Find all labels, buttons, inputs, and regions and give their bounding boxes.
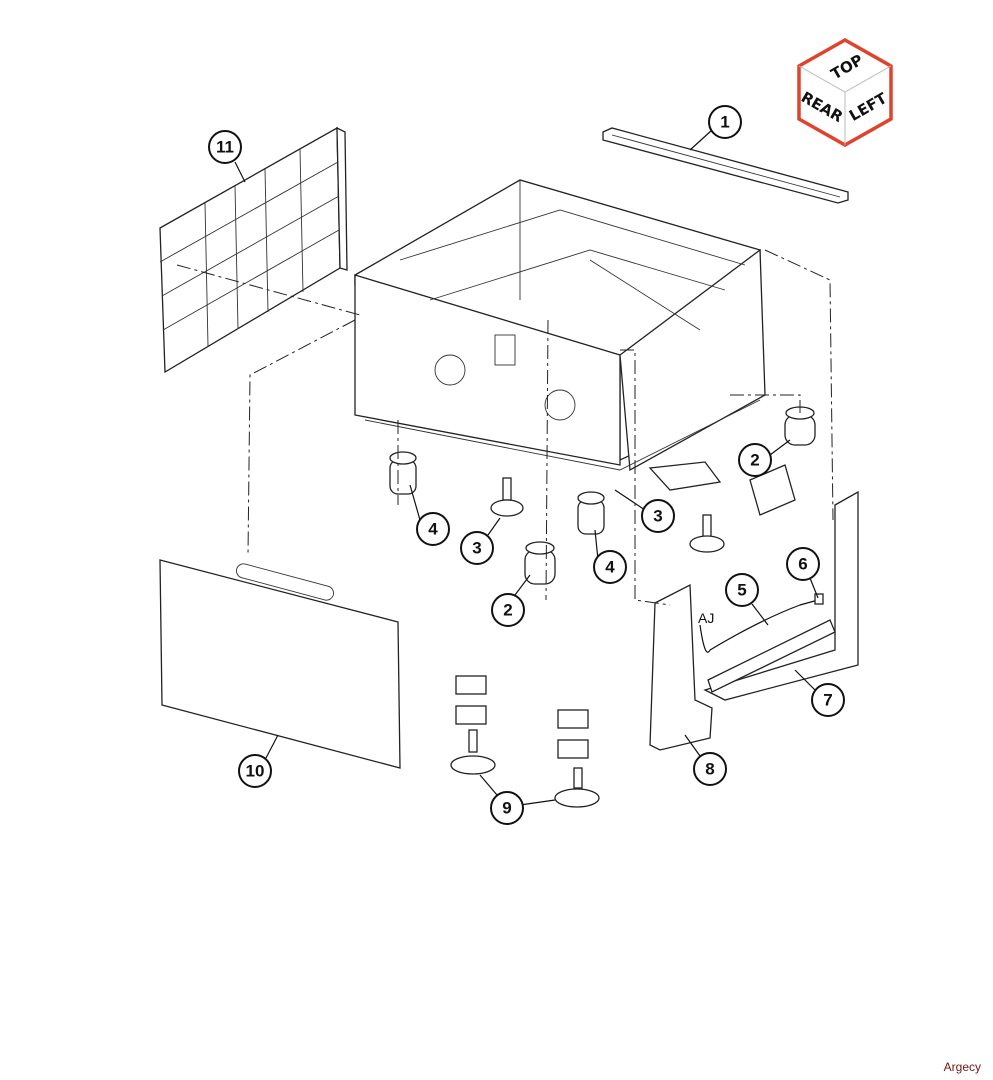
svg-text:4: 4 xyxy=(428,520,438,539)
rear-grid-panel-part xyxy=(159,126,348,374)
connector-label-aj: AJ xyxy=(698,610,714,626)
svg-text:4: 4 xyxy=(605,558,615,577)
svg-text:2: 2 xyxy=(750,451,759,470)
caster-part xyxy=(389,406,816,585)
callout-6: 6 xyxy=(786,547,820,581)
svg-text:2: 2 xyxy=(503,601,512,620)
callout-10: 10 xyxy=(238,754,272,788)
callout-4: 4 xyxy=(593,550,627,584)
svg-text:3: 3 xyxy=(472,539,481,558)
svg-text:7: 7 xyxy=(823,691,832,710)
callout-3: 3 xyxy=(460,531,494,565)
svg-text:11: 11 xyxy=(216,138,234,157)
svg-text:9: 9 xyxy=(502,799,511,818)
right-frame-part xyxy=(703,490,859,701)
cable-part xyxy=(699,593,824,653)
assembly-lines xyxy=(176,249,834,606)
callout-4: 4 xyxy=(416,512,450,546)
callout-11: 11 xyxy=(208,130,242,164)
watermark: Argecy xyxy=(943,1060,981,1074)
svg-text:3: 3 xyxy=(653,507,662,526)
top-rail-part xyxy=(602,127,849,204)
foot-assembly-part xyxy=(450,675,600,808)
main-frame-part xyxy=(354,179,766,472)
leveling-foot-part xyxy=(490,461,796,553)
svg-text:1: 1 xyxy=(720,113,729,132)
callout-5: 5 xyxy=(725,573,759,607)
callout-8: 8 xyxy=(693,752,727,786)
callout-2: 2 xyxy=(738,443,772,477)
side-bracket-part xyxy=(649,583,713,751)
svg-text:5: 5 xyxy=(737,581,746,600)
callout-1: 1 xyxy=(708,105,742,139)
svg-text:8: 8 xyxy=(705,760,714,779)
leader-lines xyxy=(234,129,819,806)
callout-2: 2 xyxy=(491,593,525,627)
svg-text:6: 6 xyxy=(798,555,807,574)
lower-cover-panel-part xyxy=(159,559,401,769)
callout-7: 7 xyxy=(811,683,845,717)
callout-3: 3 xyxy=(641,499,675,533)
callout-9: 9 xyxy=(490,791,524,825)
svg-text:10: 10 xyxy=(246,762,265,781)
orientation-cube: TOP REAR LEFT xyxy=(797,37,893,148)
